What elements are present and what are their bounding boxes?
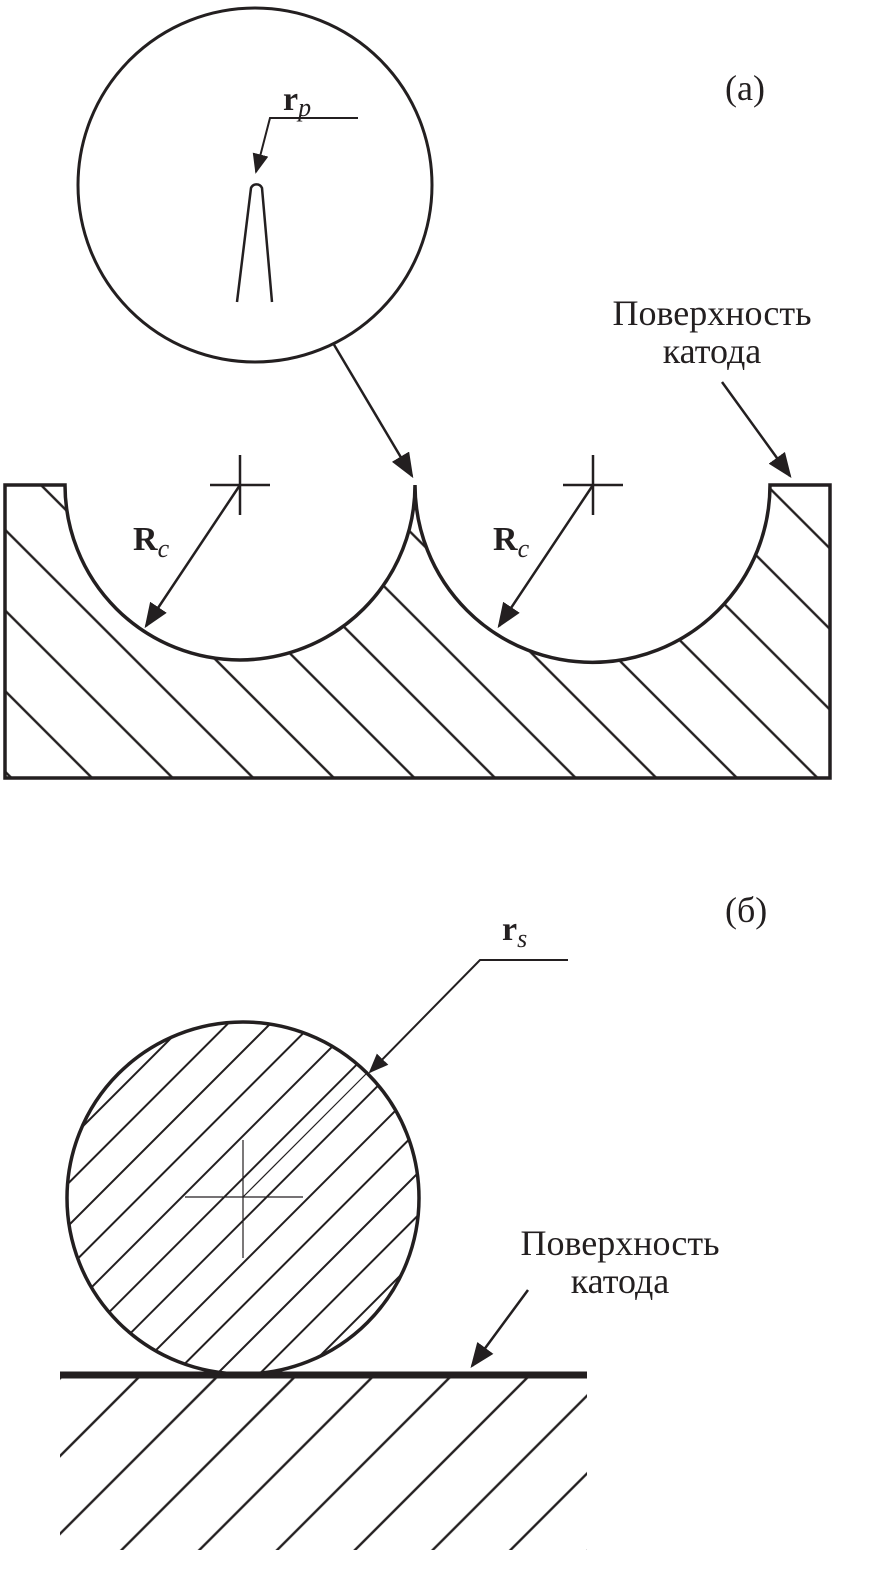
cavity-radius-label-1: Rc (133, 521, 170, 563)
surface-label-a-line2: катода (663, 331, 762, 371)
probe-radius-label: rp (283, 81, 311, 122)
inset-pointer-arrow (331, 342, 414, 479)
cavity-radius-label-2: Rc (493, 521, 530, 563)
cavity-radius-arrow-2 (497, 484, 595, 629)
panel-b: (б) rs Поверхность катода (60, 890, 767, 1550)
panel-a: (а) rp Rc Rc Поверхность катода (3, 6, 832, 780)
surface-label-b-line2: катода (571, 1261, 670, 1301)
surface-pointer-arrow-a (720, 381, 792, 479)
surface-pointer-arrow-b (470, 1289, 530, 1369)
surface-label-b-line1: Поверхность (520, 1223, 719, 1263)
cavity-radius-arrow-1 (144, 484, 242, 629)
probe-radius-leader (252, 117, 358, 174)
sphere-radius-leader (368, 959, 568, 1074)
probe-tip (235, 183, 274, 303)
panel-a-label: (а) (725, 68, 765, 108)
panel-b-label: (б) (725, 890, 767, 930)
sphere-radius-label: rs (502, 911, 527, 953)
surface-label-a-line1: Поверхность (612, 293, 811, 333)
sphere-radius-line (242, 1071, 369, 1198)
cathode-block-a (3, 483, 832, 780)
magnified-probe-inset: rp (76, 6, 434, 364)
cathode-substrate-b (60, 1378, 587, 1550)
